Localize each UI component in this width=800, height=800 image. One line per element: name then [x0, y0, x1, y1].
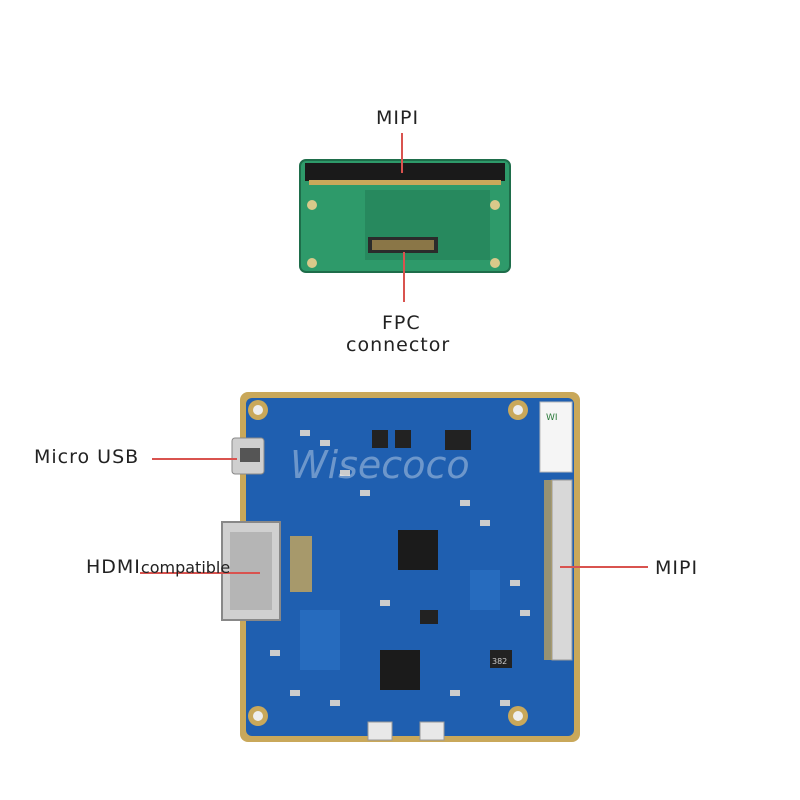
label-hdmi: HDMIcompatible [86, 556, 230, 578]
fpc-adapter-board [299, 159, 511, 273]
label-fpc-connector: connector [346, 334, 451, 356]
pointer-fpc [403, 252, 405, 302]
pointer-micro-usb [152, 458, 237, 460]
label-hdmi-suffix: compatible [140, 558, 231, 577]
label-right-mipi: MIPI [655, 557, 699, 579]
driver-board [221, 392, 580, 742]
pointer-hdmi [140, 572, 260, 574]
pointer-top-mipi [401, 133, 403, 173]
label-fpc: FPC [382, 312, 421, 334]
watermark-text: Wisecoco [290, 443, 470, 487]
label-micro-usb: Micro USB [34, 446, 140, 468]
pointer-right-mipi [560, 566, 648, 568]
chip-marking: 382 [492, 657, 507, 666]
label-hdmi-main: HDMI [86, 556, 141, 578]
label-top-mipi: MIPI [376, 107, 420, 129]
sticker-text: WI [546, 413, 558, 423]
